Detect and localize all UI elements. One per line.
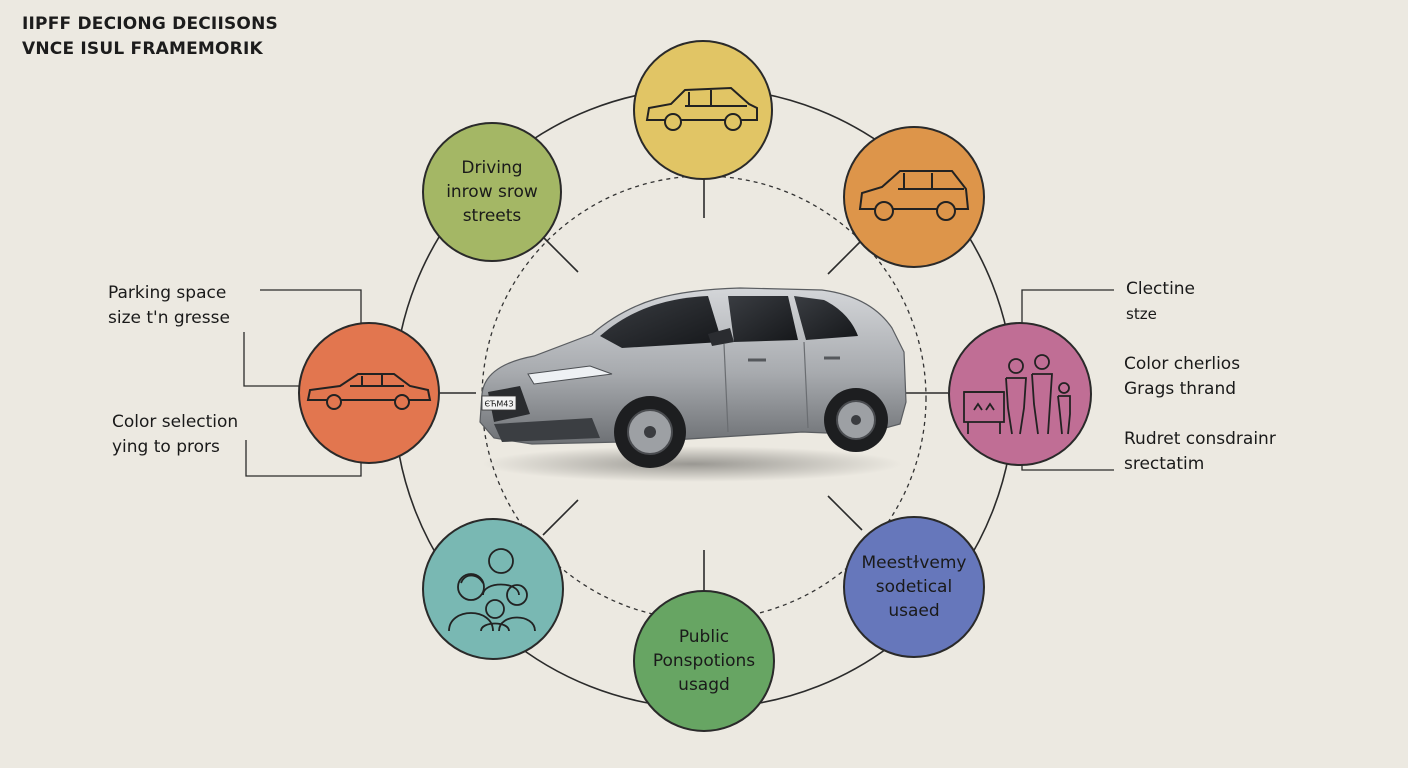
center-suv-image: ЄЋМ4З (472, 282, 912, 482)
right-label-clectine-line1: Clectine (1126, 279, 1196, 299)
suv-car-photo: ЄЋМ4З (479, 287, 907, 482)
family-people-icon (448, 548, 536, 632)
left-label-color-line1: Color selection (112, 412, 239, 432)
node-bottom-right: Meestɫvemy sodetical usaed (843, 516, 985, 658)
right-label-color-line2: Grags thrand (1124, 379, 1237, 399)
node-top-left-text: Driving inrow srow streets (446, 158, 538, 226)
title-line-2: VNCE ISUL FRAMEMORIK (22, 39, 263, 59)
node-bottom: Public Ponspotions usagd (633, 590, 775, 732)
left-label-color: Color selection ying to prors (112, 410, 238, 460)
family-shopping-icon (963, 354, 1071, 435)
framework-title: IIPFF DECIONG DECIISONS VNCE ISUL FRAMEM… (22, 12, 278, 62)
left-label-parking-line1: Parking space (108, 283, 227, 303)
hatchback-car-icon (645, 86, 758, 131)
left-label-color-line2: ying to prors (112, 437, 220, 457)
node-left-car (298, 322, 440, 464)
node-top-right-car (843, 126, 985, 268)
spokes (440, 178, 948, 592)
right-label-budget-line2: srectatim (1124, 454, 1205, 474)
right-label-color-line1: Color cherlios (1124, 354, 1241, 374)
right-label-budget-line1: Rudret consdrainr (1124, 429, 1276, 449)
node-top-left: Driving inrow srow streets (422, 122, 562, 262)
right-label-clectine: Clectine stze (1126, 277, 1195, 327)
right-label-color: Color cherlios Grags thrand (1124, 352, 1240, 402)
node-bottom-text: Public Ponspotions usagd (652, 627, 756, 695)
left-label-parking: Parking space size t'n gresse (108, 281, 230, 331)
license-plate: ЄЋМ4З (485, 400, 514, 409)
suv-car-icon (858, 170, 970, 221)
node-right-family (948, 322, 1092, 466)
node-top-car (633, 40, 773, 180)
left-label-parking-line2: size t'n gresse (108, 308, 230, 328)
sedan-car-icon (306, 373, 432, 410)
node-bottom-left-family (422, 518, 564, 660)
node-bottom-right-text: Meestɫvemy sodetical usaed (861, 553, 967, 621)
right-label-budget: Rudret consdrainr srectatim (1124, 427, 1276, 477)
title-line-1: IIPFF DECIONG DECIISONS (22, 14, 278, 34)
right-label-clectine-line2: stze (1126, 305, 1157, 323)
